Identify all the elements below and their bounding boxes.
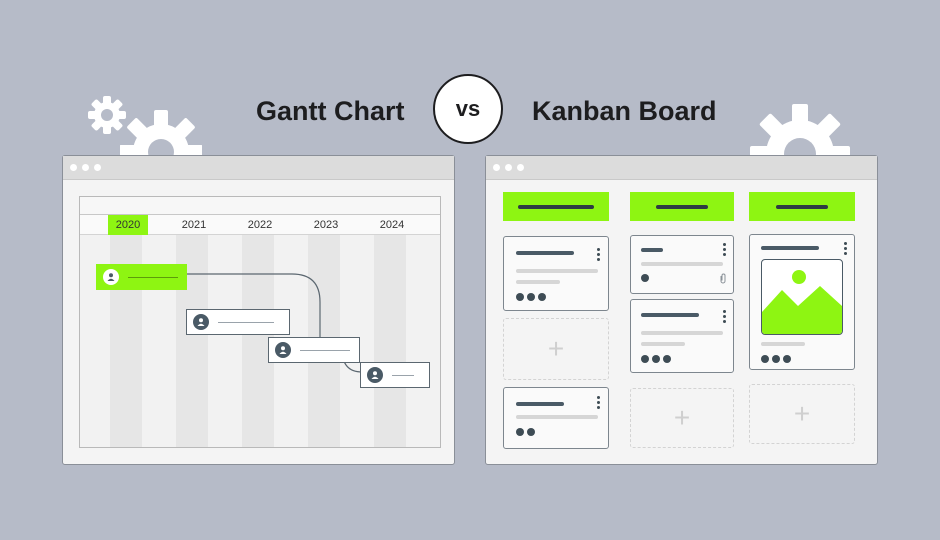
gantt-task-bar[interactable] [96, 264, 187, 290]
image-icon [761, 259, 843, 335]
large-gear-icon [120, 110, 202, 158]
gantt-task-bar[interactable] [186, 309, 290, 335]
kanban-column-header[interactable] [630, 192, 734, 221]
year-2020-label: 2020 [108, 215, 148, 235]
window-dot [70, 164, 77, 171]
assignee-avatars [516, 293, 546, 301]
menu-dots-icon[interactable] [723, 243, 726, 256]
kanban-card[interactable] [503, 387, 609, 449]
gantt-task-bar[interactable] [360, 362, 430, 388]
menu-dots-icon[interactable] [597, 396, 600, 409]
window-dot [493, 164, 500, 171]
add-card-placeholder[interactable]: + [503, 318, 609, 380]
window-dot [505, 164, 512, 171]
plus-icon: + [547, 333, 565, 364]
menu-dots-icon[interactable] [723, 310, 726, 323]
year-2023-label: 2023 [313, 219, 339, 231]
kanban-board-title: Kanban Board [532, 96, 717, 126]
kanban-card[interactable] [503, 236, 609, 311]
plus-icon: + [673, 402, 691, 433]
year-2024-label: 2024 [379, 219, 405, 231]
kanban-column-header[interactable] [503, 192, 609, 221]
paperclip-icon [720, 273, 726, 284]
gantt-header [80, 197, 440, 215]
gantt-chart: 2020 2021 2022 2023 2024 [79, 196, 441, 448]
gantt-window: 2020 2021 2022 2023 2024 [62, 155, 455, 465]
kanban-card[interactable] [630, 299, 734, 373]
right-gear-icon [750, 104, 850, 158]
window-title-bar [63, 156, 454, 180]
user-icon [275, 342, 291, 358]
window-dot [517, 164, 524, 171]
window-dot [82, 164, 89, 171]
small-gear-icon [88, 96, 126, 134]
year-2021-label: 2021 [181, 219, 207, 231]
user-icon [193, 314, 209, 330]
kanban-column-header[interactable] [749, 192, 855, 221]
assignee-avatars [761, 355, 791, 363]
assignee-avatars [641, 355, 671, 363]
window-dot [94, 164, 101, 171]
add-card-placeholder[interactable]: + [749, 384, 855, 444]
window-title-bar [486, 156, 877, 180]
vs-badge: vs [433, 74, 503, 144]
menu-dots-icon[interactable] [597, 248, 600, 261]
assignee-avatars [641, 274, 649, 282]
gantt-chart-title: Gantt Chart [256, 96, 405, 126]
year-2022-label: 2022 [247, 219, 273, 231]
kanban-card[interactable] [630, 235, 734, 294]
kanban-window: + + + [485, 155, 878, 465]
add-card-placeholder[interactable]: + [630, 388, 734, 448]
user-icon [367, 367, 383, 383]
user-icon [103, 269, 119, 285]
plus-icon: + [793, 398, 811, 429]
gantt-task-bar[interactable] [268, 337, 360, 363]
kanban-card[interactable] [749, 234, 855, 370]
menu-dots-icon[interactable] [844, 242, 847, 255]
assignee-avatars [516, 428, 535, 436]
